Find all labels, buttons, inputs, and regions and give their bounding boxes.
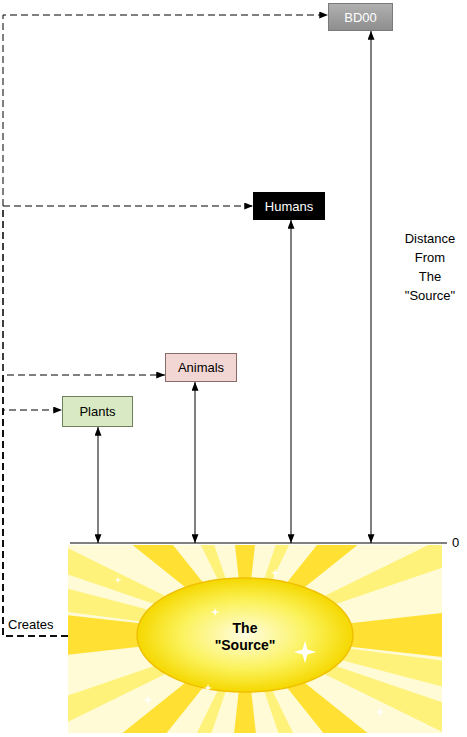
- sunburst: [68, 545, 442, 733]
- sparkle: [294, 641, 316, 663]
- zero-baseline: [70, 543, 447, 544]
- axis-label: Distance From The "Source": [402, 229, 458, 305]
- sparkle: [271, 569, 279, 577]
- node-text: Animals: [178, 360, 224, 375]
- source-region: The "Source": [68, 543, 442, 733]
- distance-arrow: [195, 382, 196, 543]
- sparkle: [143, 695, 153, 705]
- edge-label: Creates: [8, 617, 54, 632]
- zero-label: 0: [452, 535, 466, 550]
- creates-connector: [3, 15, 328, 636]
- source-ellipse: [137, 578, 353, 692]
- distance-arrow: [291, 220, 292, 543]
- distance-arrow: [98, 427, 99, 543]
- entity-box: Humans: [253, 192, 325, 220]
- sparkle: [211, 608, 219, 616]
- entity-box: Animals: [165, 353, 237, 382]
- node-text: BD00: [344, 10, 377, 25]
- sparkle: [204, 684, 212, 692]
- distance-arrow: [371, 31, 372, 543]
- entity-box: Plants: [62, 396, 133, 427]
- sparkle: [375, 707, 385, 717]
- node-text: Plants: [79, 404, 115, 419]
- creates-connector: [3, 206, 253, 636]
- entity-box: BD00: [328, 3, 393, 31]
- node-text: Humans: [265, 199, 313, 214]
- sparkle: [115, 577, 122, 584]
- creates-connector: [3, 410, 68, 636]
- creates-connector: [3, 375, 165, 636]
- node-text: The "Source": [210, 620, 280, 654]
